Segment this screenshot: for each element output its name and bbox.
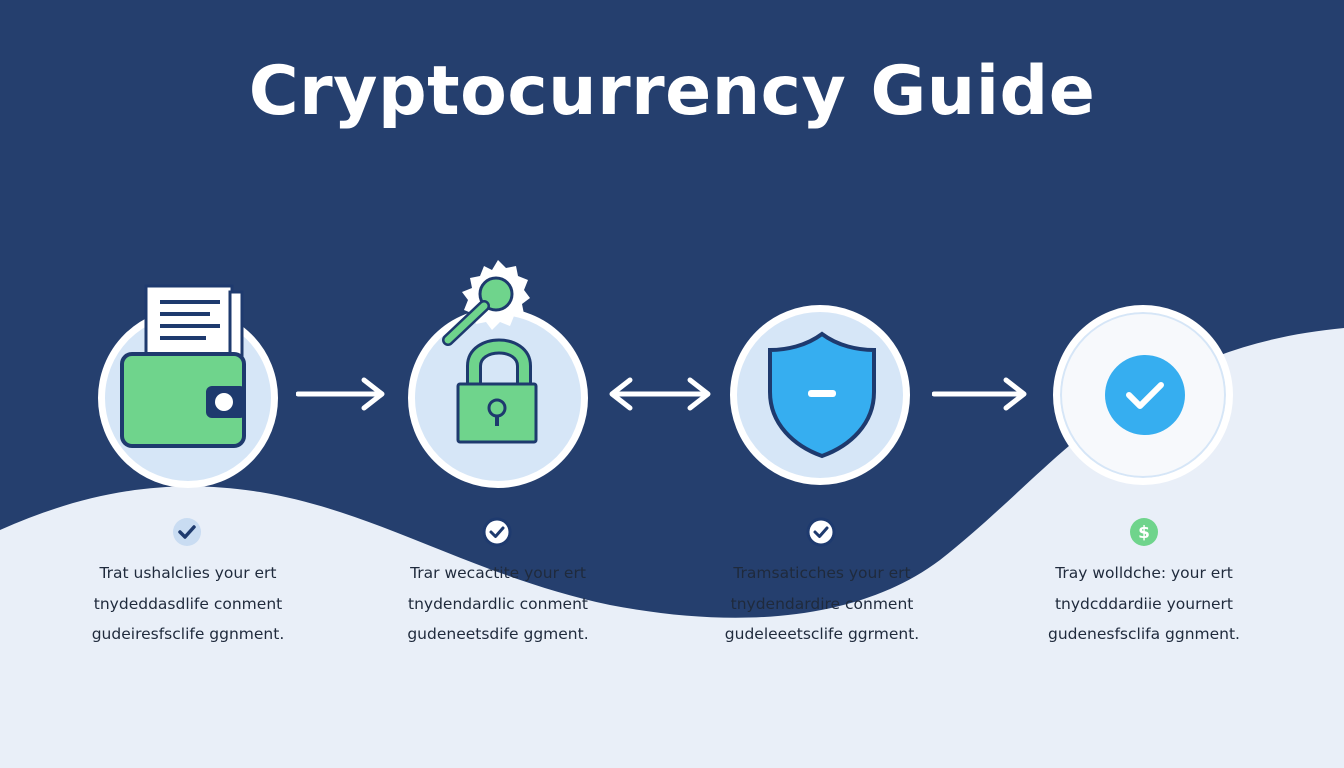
- checkmark-icon: [173, 518, 201, 546]
- description-line: gudeneetsdife ggment.: [407, 625, 589, 643]
- shield-icon: [768, 331, 876, 459]
- description-line: tnydcddardiie yournert: [1054, 594, 1233, 613]
- wallet-icon: [120, 284, 246, 448]
- description-line: gudeleeetsclife ggrment.: [724, 625, 920, 643]
- description-line: tnydendardire conment: [730, 594, 914, 613]
- description-line: gudeiresfsclife ggnment.: [91, 625, 285, 643]
- page-title: Cryptocurrency Guide: [248, 52, 1096, 131]
- description-line: tnydendardlic conment: [408, 594, 588, 613]
- checkmark-circle-icon: [482, 517, 512, 547]
- step-1-description: Trat ushalclies your ert tnydeddasdlife …: [68, 558, 308, 650]
- description-line: Tramsaticches your ert: [733, 564, 911, 582]
- step-4-description: Tray wolldche: your ert tnydcddardiie yo…: [1024, 558, 1264, 650]
- step-2-description: Trar wecactite your ert tnydendardlic co…: [378, 558, 618, 650]
- checkmark-circle-icon: [806, 517, 836, 547]
- padlock-key-icon: [442, 260, 538, 444]
- description-line: Trar wecactite your ert: [410, 564, 586, 582]
- step-3-description: Tramsaticches your ert tnydendardire con…: [702, 558, 942, 650]
- svg-text:$: $: [1138, 523, 1150, 543]
- double-arrow-icon: [609, 377, 711, 411]
- description-line: Tray wolldche: your ert: [1055, 564, 1233, 582]
- dollar-coin-icon: $: [1130, 518, 1158, 546]
- right-arrow-icon: [296, 377, 385, 411]
- description-line: Trat ushalclies your ert: [99, 564, 277, 582]
- checkmark-badge-icon: [1105, 355, 1185, 435]
- description-line: tnydeddasdlife conment: [93, 594, 283, 613]
- description-line: gudenesfsclifa ggnment.: [1048, 625, 1240, 643]
- right-arrow-icon: [932, 377, 1027, 411]
